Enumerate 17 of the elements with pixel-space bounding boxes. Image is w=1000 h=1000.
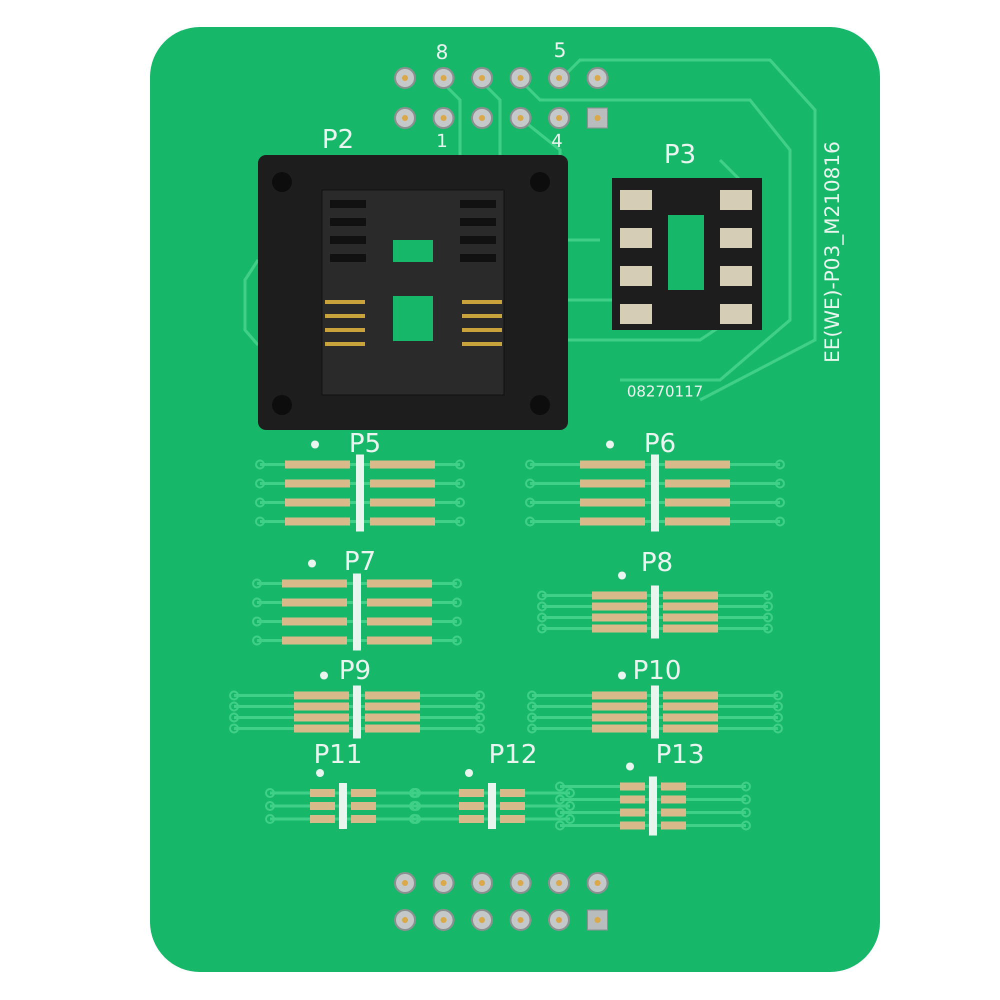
part-label: P13 [656,742,704,768]
part-label: P10 [632,658,682,684]
board-id-label: EE(WE)-P03_M210816 [822,141,842,363]
pin-number: 1 [436,133,448,151]
part-label: P8 [640,550,674,576]
part-label: P11 [314,742,362,768]
part-label: P5 [348,431,382,457]
part-label: P12 [488,742,538,768]
part-label: P6 [644,431,676,457]
serial-number: 08270117 [626,384,704,400]
part-label: P9 [338,658,372,684]
pin-number: 5 [554,40,566,60]
part-label: P2 [322,127,354,153]
pin-number: 4 [551,133,563,151]
part-label: P3 [664,142,696,168]
pin-number: 8 [436,42,448,62]
part-label: P7 [344,549,376,575]
